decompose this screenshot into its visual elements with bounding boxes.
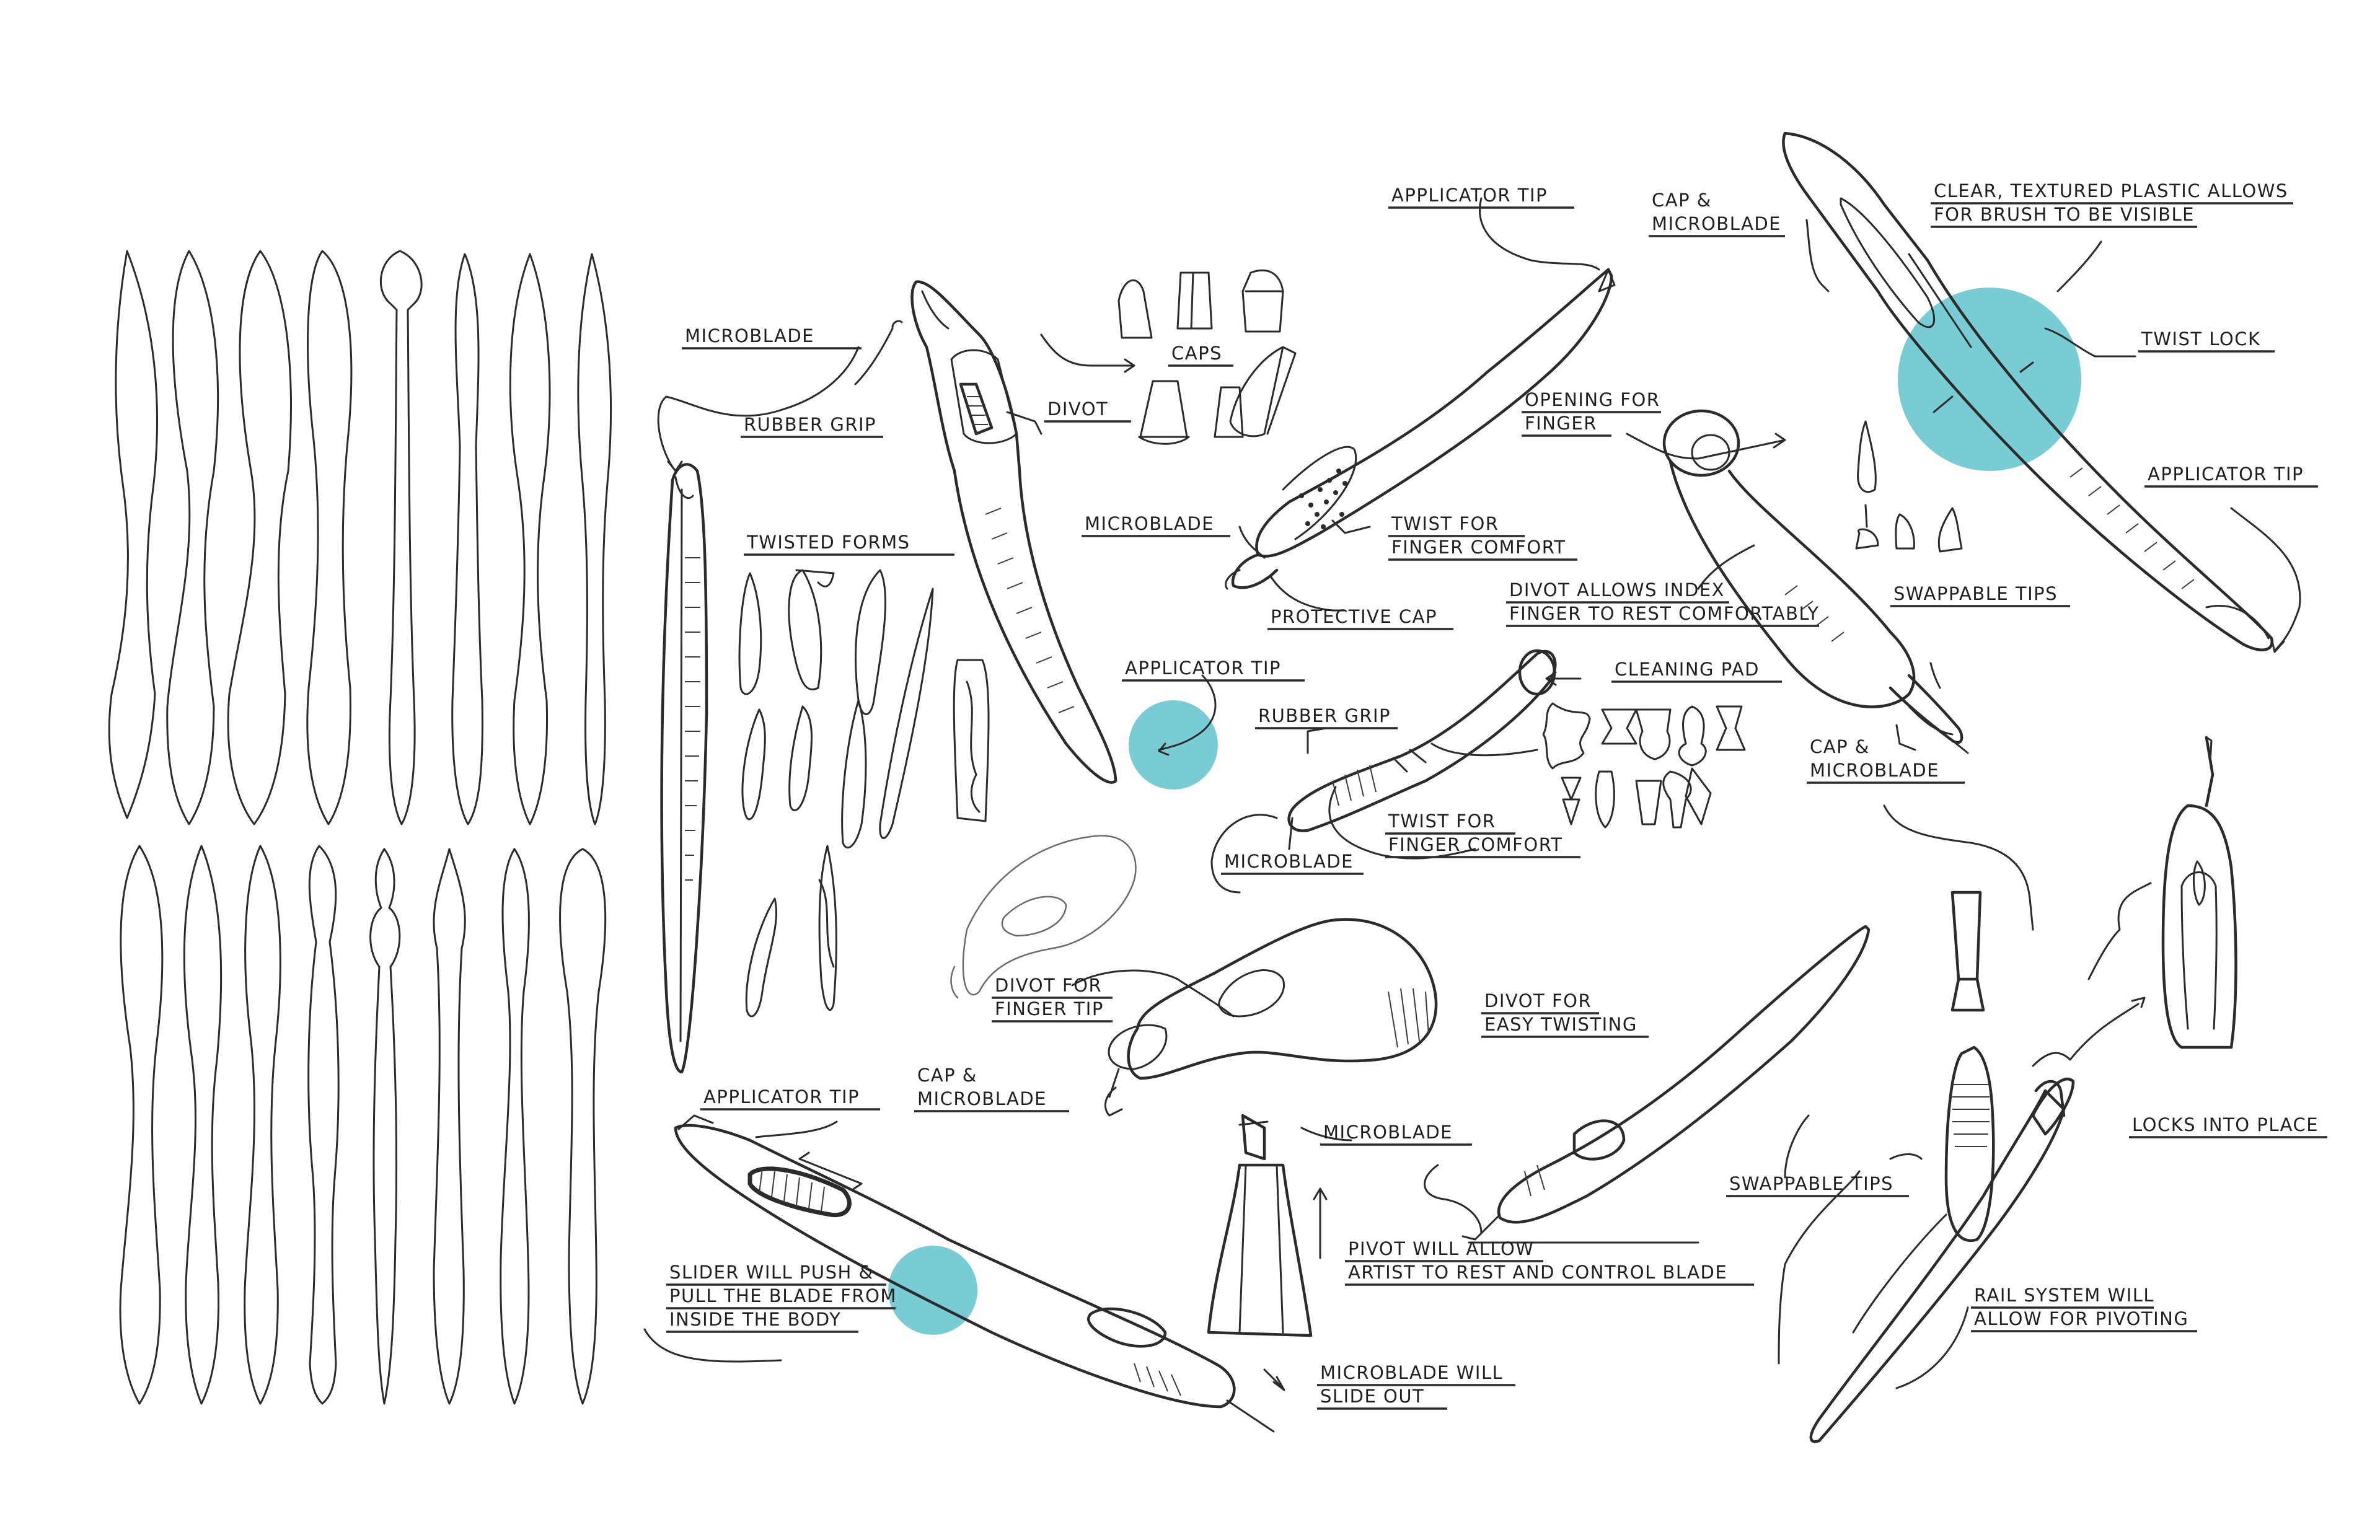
label-divot-twisting-b: EASY TWISTING [1484, 1014, 1637, 1035]
label-rail-a: RAIL SYSTEM WILL [1974, 1285, 2154, 1306]
label-slider-a: SLIDER WILL PUSH & [669, 1262, 874, 1283]
accent-highlights [888, 288, 2081, 1335]
label-clear-plastic-a: CLEAR, TEXTURED PLASTIC ALLOWS [1934, 180, 2288, 201]
label-pivot-a: PIVOT WILL ALLOW [1348, 1238, 1535, 1259]
locks-into-place-sketch [2161, 736, 2237, 1049]
label-applicator-tip-2: APPLICATOR TIP [2148, 464, 2304, 485]
label-divot: DIVOT [1047, 398, 1108, 420]
label-cap-microblade-3b: MICROBLADE [917, 1088, 1047, 1109]
pen-applicator-sketch [1225, 268, 1616, 590]
pen-rubber-grip-sketch [910, 280, 1117, 784]
label-opening-finger-b: FINGER [1525, 413, 1597, 434]
label-applicator-tip-4: APPLICATOR TIP [703, 1086, 860, 1107]
label-slide-out-b: SLIDE OUT [1320, 1386, 1424, 1407]
label-slider-c: INSIDE THE BODY [669, 1309, 841, 1330]
label-swappable-tips-2: SWAPPABLE TIPS [1729, 1173, 1893, 1194]
label-cap-microblade-1b: MICROBLADE [1652, 213, 1781, 234]
label-divot-index-a: DIVOT ALLOWS INDEX [1509, 579, 1725, 601]
label-twist-for-1b: FINGER COMFORT [1391, 537, 1566, 558]
pen-rail-system-sketch [1809, 891, 2075, 1443]
highlight-circle-tip [1129, 700, 1218, 790]
label-rail-b: ALLOW FOR PIVOTING [1974, 1308, 2188, 1329]
label-cap-microblade-2a: CAP & [1810, 736, 1870, 757]
pen-pivot-sketch [1461, 925, 1871, 1244]
swappable-tips-small [1855, 420, 1963, 553]
cleaning-pad-variants [1542, 702, 1746, 829]
label-microblade-3: MICROBLADE [1224, 851, 1354, 872]
label-slider-b: PULL THE BLADE FROM [669, 1285, 897, 1306]
label-microblade-4: MICROBLADE [1323, 1122, 1453, 1143]
silhouette-row-bottom [119, 845, 607, 1405]
label-rubber-grip-1: RUBBER GRIP [744, 414, 876, 435]
silhouette-row-top [108, 250, 612, 825]
label-divot-twisting-a: DIVOT FOR [1484, 990, 1592, 1011]
label-microblade-2: MICROBLADE [1085, 513, 1214, 534]
label-cap-microblade-3a: CAP & [917, 1065, 977, 1086]
highlight-circle-twist-lock [1898, 288, 2081, 471]
microblade-holder-sketch [1207, 1114, 1328, 1337]
label-swappable-tips-1: SWAPPABLE TIPS [1893, 583, 2058, 604]
label-caps: CAPS [1171, 343, 1222, 364]
label-divot-index-b: FINGER TO REST COMFORTABLY [1509, 603, 1820, 624]
pen-finger-ring-sketch [1662, 409, 1969, 754]
label-twisted-forms: TWISTED FORMS [746, 532, 910, 553]
label-applicator-tip-1: APPLICATOR TIP [1391, 185, 1548, 206]
label-clear-plastic-b: FOR BRUSH TO BE VISIBLE [1934, 204, 2195, 225]
caps-sketches [1117, 269, 1297, 445]
label-protective-cap: PROTECTIVE CAP [1271, 606, 1437, 627]
pen-slider-sketch [674, 1114, 1275, 1433]
twisted-forms-sketches [738, 569, 990, 1018]
tall-pen-sketch [660, 463, 708, 1074]
label-rubber-grip-2: RUBBER GRIP [1258, 705, 1391, 726]
label-cap-microblade-1a: CAP & [1652, 190, 1712, 211]
label-twist-for-1a: TWIST FOR [1391, 513, 1499, 534]
label-cleaning-pad: CLEANING PAD [1615, 659, 1760, 680]
label-divot-finger-tip-b: FINGER TIP [995, 998, 1104, 1019]
label-twist-lock: TWIST LOCK [2141, 328, 2261, 350]
label-pivot-b: ARTIST TO REST AND CONTROL BLADE [1348, 1262, 1727, 1283]
label-opening-finger-a: OPENING FOR [1525, 389, 1660, 410]
label-twist-for-2b: FINGER COMFORT [1388, 834, 1562, 855]
silhouette-studies [108, 250, 612, 1405]
annotation-labels: MICROBLADE RUBBER GRIP TWISTED FORMS DIV… [666, 180, 2327, 1410]
highlight-circle-slider [888, 1246, 977, 1335]
annotation-leaders [643, 197, 2301, 1391]
label-slide-out-a: MICROBLADE WILL [1320, 1362, 1503, 1383]
pen-twist-lock-sketch [1782, 131, 2273, 651]
label-twist-for-2a: TWIST FOR [1388, 811, 1496, 832]
label-cap-microblade-2b: MICROBLADE [1810, 760, 1939, 781]
label-divot-finger-tip-a: DIVOT FOR [995, 975, 1102, 996]
mouse-grip-sketch [950, 835, 1438, 1098]
label-microblade-1: MICROBLADE [685, 325, 814, 346]
label-applicator-tip-3: APPLICATOR TIP [1125, 658, 1281, 679]
label-locks-into-place: LOCKS INTO PLACE [2132, 1114, 2319, 1135]
